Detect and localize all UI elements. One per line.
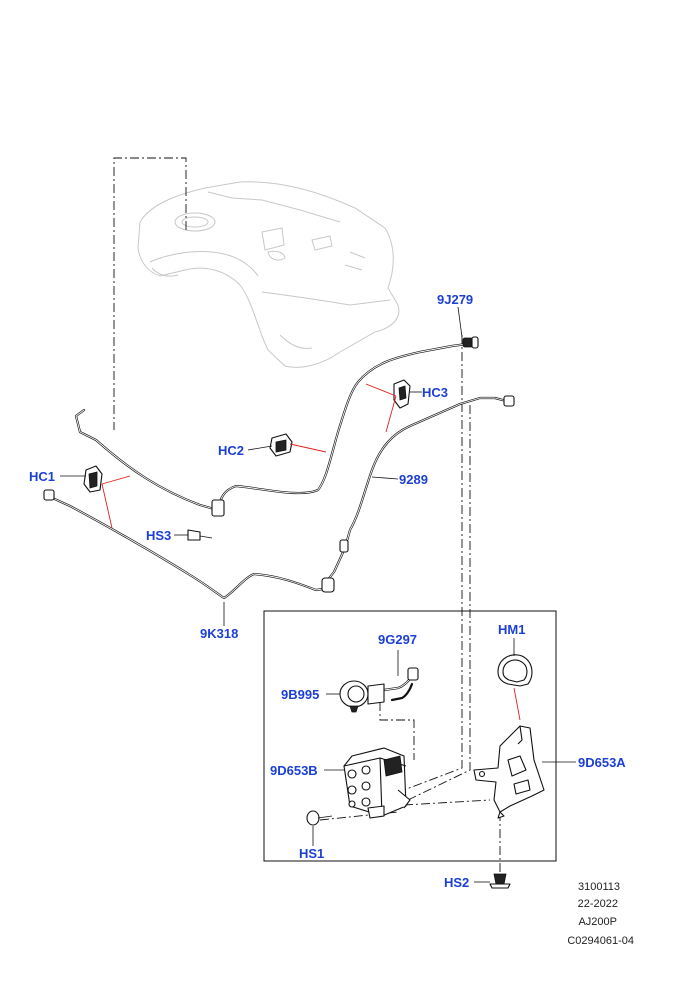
callout-9K318[interactable]: 9K318 <box>200 626 238 641</box>
hose-9G297[interactable] <box>382 667 419 702</box>
red-leader-lines <box>101 383 521 721</box>
bracket-9D653A[interactable] <box>473 725 545 819</box>
ref-number: 3100113 <box>578 881 620 893</box>
clip-HC1[interactable] <box>83 465 103 493</box>
ref-model: AJ200P <box>578 916 617 928</box>
ref-date: 22-2022 <box>578 898 618 910</box>
ref-code: C0294061-04 <box>567 935 634 947</box>
valve-9B995[interactable] <box>339 680 385 713</box>
construction-lines <box>113 157 501 880</box>
callout-HC3[interactable]: HC3 <box>422 385 448 400</box>
callout-HC1[interactable]: HC1 <box>29 469 55 484</box>
screw-HS3[interactable] <box>187 529 213 541</box>
pipe-9289[interactable] <box>324 395 515 584</box>
pipe-9K318[interactable] <box>43 489 335 600</box>
screw-HS1[interactable] <box>306 810 333 826</box>
callout-9289[interactable]: 9289 <box>399 472 428 487</box>
screw-HS2[interactable] <box>489 873 511 889</box>
callout-HC2[interactable]: HC2 <box>218 443 244 458</box>
callout-9B995[interactable]: 9B995 <box>281 687 319 702</box>
gasket-HM1[interactable] <box>497 654 533 687</box>
pipe-9J279[interactable] <box>74 336 479 517</box>
canister-9D653B[interactable] <box>343 747 411 819</box>
clip-HC3[interactable] <box>393 379 411 409</box>
callout-HS1[interactable]: HS1 <box>299 846 324 861</box>
callout-9J279[interactable]: 9J279 <box>437 292 473 307</box>
canister-detail-box <box>263 610 557 862</box>
leader-lines <box>60 306 576 883</box>
fuel-tank-outline <box>137 181 400 368</box>
clip-HC2[interactable] <box>269 433 293 457</box>
callout-9D653A[interactable]: 9D653A <box>578 755 626 770</box>
callout-HS3[interactable]: HS3 <box>146 528 171 543</box>
callout-HM1[interactable]: HM1 <box>498 622 525 637</box>
callout-9G297[interactable]: 9G297 <box>378 632 417 647</box>
callout-HS2[interactable]: HS2 <box>444 875 469 890</box>
callout-9D653B[interactable]: 9D653B <box>270 763 318 778</box>
